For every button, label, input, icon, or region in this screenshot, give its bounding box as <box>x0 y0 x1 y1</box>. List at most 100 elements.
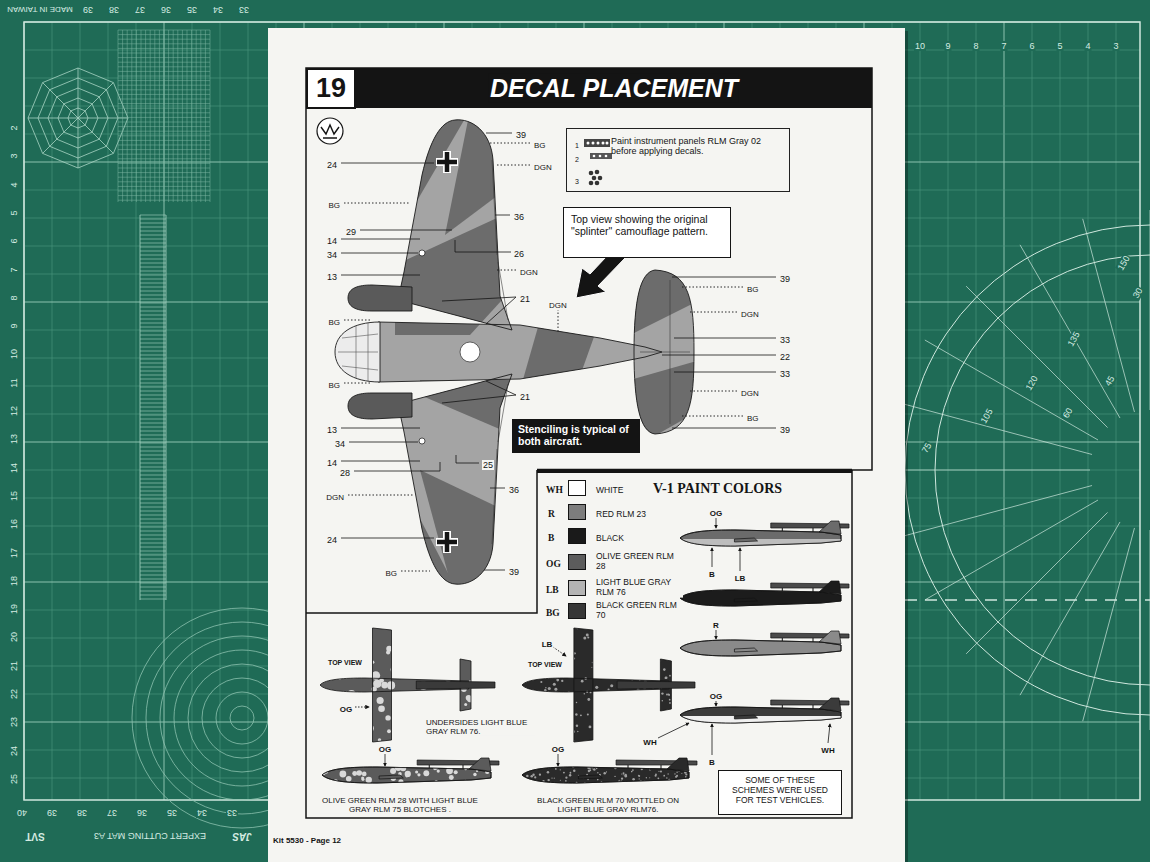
camo-spot <box>646 777 647 778</box>
camo-spot <box>338 642 344 648</box>
camo-spot <box>547 771 550 774</box>
camo-spot <box>636 783 638 785</box>
grid-line <box>136 22 137 800</box>
camo-spot <box>612 715 615 718</box>
callout-label: 28 <box>339 468 351 478</box>
label-holder: 16 <box>3 518 21 530</box>
camo-spot <box>594 650 597 653</box>
camo-spot <box>362 772 367 777</box>
ladder-line <box>140 407 166 408</box>
callout-label: 34 <box>334 439 346 449</box>
ladder-line <box>140 247 166 248</box>
mat-circle <box>230 706 254 730</box>
v1-wing <box>578 775 602 779</box>
camo-spot <box>669 675 671 677</box>
camo-spot <box>432 699 439 706</box>
legend-holder: BLACK <box>595 527 683 545</box>
camo-spot <box>660 656 662 658</box>
camo-spot <box>626 711 628 713</box>
pointer-arrow <box>355 707 369 708</box>
fine-line <box>164 30 165 202</box>
protractor-ray <box>966 286 1107 427</box>
fine-line <box>118 191 210 192</box>
label-holder: 10 <box>914 35 926 53</box>
web-spoke <box>43 118 78 153</box>
unit-emblem <box>317 118 343 144</box>
camo-spot <box>608 701 610 703</box>
camo-spot <box>564 694 567 697</box>
fine-line <box>118 158 210 159</box>
aircraft-outline <box>378 322 662 382</box>
camo-spot <box>655 733 657 735</box>
camo-spot <box>560 656 562 658</box>
fine-line <box>118 66 210 67</box>
camo-spot <box>400 765 406 771</box>
label-holder: 21 <box>519 288 531 306</box>
v1-side-view <box>680 521 849 546</box>
camo-spot <box>666 777 667 778</box>
camo-spot <box>378 706 385 713</box>
color-code: WH <box>545 485 564 496</box>
camo-spot <box>334 764 339 769</box>
panel-dial <box>592 176 597 181</box>
label-holder: 7 <box>3 266 21 273</box>
scheme-note: OG <box>378 745 392 754</box>
engine-nacelle <box>348 393 412 419</box>
text-holder: 19 <box>316 73 346 104</box>
fine-line <box>200 30 201 202</box>
label-holder: 4 <box>3 181 21 188</box>
label-holder: B <box>708 751 716 769</box>
camo-spot <box>464 703 467 706</box>
camo-spot <box>672 719 674 721</box>
label-holder: BG <box>327 194 341 212</box>
label-holder: 39 <box>779 419 791 437</box>
camo-spot <box>660 652 663 655</box>
camo-spot <box>674 727 675 728</box>
camo-spot <box>675 675 677 677</box>
camo-spot <box>437 769 440 772</box>
ladder-line <box>140 311 166 312</box>
protractor-ray <box>1083 528 1135 721</box>
item-number: 2 <box>575 156 579 164</box>
camo-spot <box>593 728 595 730</box>
camo-spot <box>567 729 569 731</box>
callout-label: 39 <box>508 567 520 577</box>
label-holder: 15 <box>3 490 21 502</box>
note-box: 123Paint instrument panels RLM Gray 02 b… <box>566 128 790 192</box>
web-ring <box>28 68 128 168</box>
ladder-line <box>140 327 166 328</box>
camo-spot <box>554 650 556 652</box>
callout-label: DGN <box>533 163 553 172</box>
label-holder: Kit 5530 - Page 12 <box>272 829 342 847</box>
camo-spot <box>570 722 572 724</box>
camo-spot <box>590 691 592 693</box>
camo-spot <box>590 741 593 744</box>
camo-spot <box>361 711 365 715</box>
ladder-line <box>140 275 166 276</box>
camo-spot <box>615 641 616 642</box>
ladder-line <box>140 399 166 400</box>
label-holder: 24 <box>326 529 338 547</box>
camo-spot <box>577 731 578 732</box>
mat-scale-text: 105 <box>978 406 995 426</box>
v1-side-view <box>680 698 849 723</box>
leader-line <box>341 133 776 570</box>
v1-body <box>322 767 491 783</box>
camo-spot <box>662 715 663 716</box>
camo-spot <box>631 649 634 652</box>
camo-spot <box>638 775 640 777</box>
mat-scale-text: 10 <box>914 41 926 51</box>
mat-scale-text: 38 <box>108 5 120 15</box>
camo-spot <box>524 652 527 655</box>
camo-spot <box>690 723 693 726</box>
camo-spot <box>524 768 525 769</box>
v1-side-view <box>522 758 697 785</box>
label-holder: 38 <box>76 806 88 824</box>
fine-line <box>191 30 192 202</box>
ladder-line <box>140 459 166 460</box>
camo-spot <box>356 737 360 741</box>
callout-label: 34 <box>326 250 338 260</box>
camo-spot <box>681 679 683 681</box>
camo-spot <box>645 697 646 698</box>
callout-label: 24 <box>326 535 338 545</box>
